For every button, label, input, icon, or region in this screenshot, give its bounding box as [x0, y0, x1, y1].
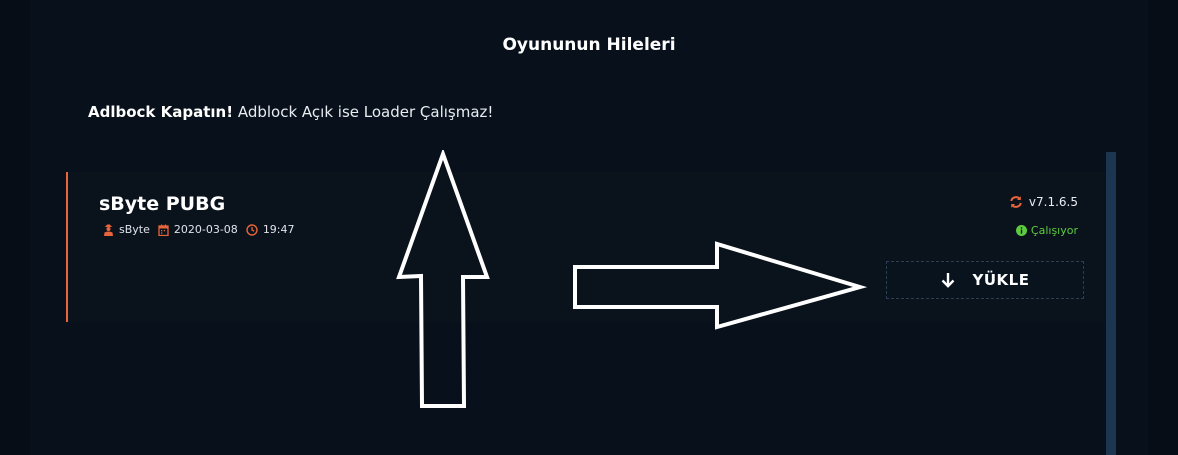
cheat-status: Çalışıyor — [1015, 224, 1078, 237]
adblock-notice-bold: Adlbock Kapatın! — [88, 103, 234, 121]
adblock-notice: Adlbock Kapatın! Adblock Açık ise Loader… — [88, 103, 493, 121]
cheat-version: v7.1.6.5 — [1009, 195, 1078, 209]
up-arrow-annotation — [396, 150, 490, 408]
info-circle-icon — [1015, 225, 1027, 236]
cheat-version-text: v7.1.6.5 — [1028, 195, 1078, 209]
meta-time: 19:47 — [246, 223, 295, 236]
meta-time-text: 19:47 — [262, 223, 295, 236]
cheat-card: sByte PUBG sByte — [66, 172, 1106, 322]
right-arrow-annotation — [573, 241, 868, 330]
page-title: Oyununun Hileleri — [502, 35, 676, 55]
user-secret-icon — [104, 224, 113, 236]
adblock-notice-text: Adblock Açık ise Loader Çalışmaz! — [233, 103, 494, 121]
arrow-down-icon — [941, 273, 954, 288]
cheat-meta: sByte 2020-03-08 19:4 — [103, 223, 303, 236]
meta-date-text: 2020-03-08 — [173, 223, 238, 236]
download-button[interactable]: YÜKLE — [886, 261, 1084, 299]
cheat-status-text: Çalışıyor — [1030, 224, 1078, 237]
meta-date: 2020-03-08 — [158, 223, 238, 236]
scrollbar[interactable] — [1106, 152, 1116, 455]
calendar-icon — [158, 224, 169, 236]
cheat-title: sByte PUBG — [99, 193, 226, 215]
download-button-label: YÜKLE — [972, 271, 1030, 289]
meta-author-text: sByte — [119, 223, 150, 236]
meta-author: sByte — [103, 223, 150, 236]
clock-icon — [246, 223, 258, 236]
sync-icon — [1010, 196, 1022, 208]
